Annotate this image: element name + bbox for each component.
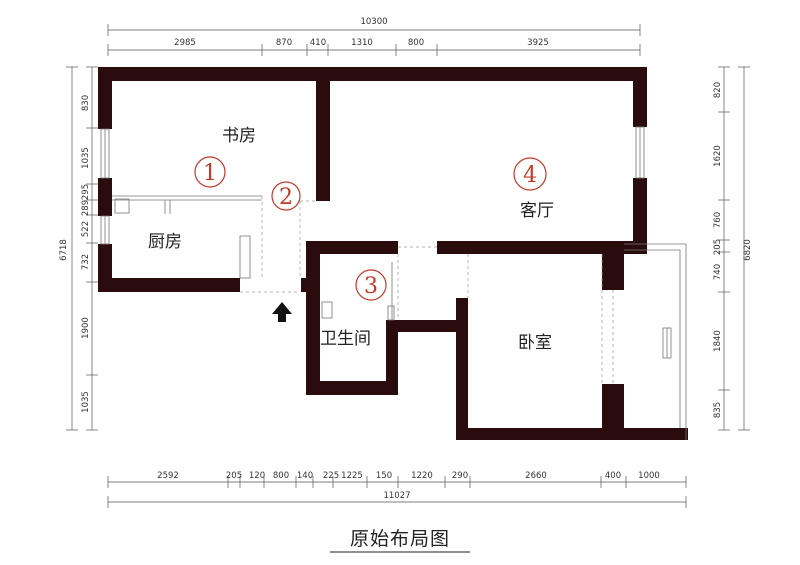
fixtures — [100, 126, 687, 440]
room-label-kitchen: 厨房 — [148, 232, 182, 252]
marker-circle-2 — [271, 181, 301, 211]
bottom-seg-12: 400 — [605, 471, 621, 481]
bottom-seg-6: 225 — [323, 471, 339, 481]
top-seg-3: 410 — [310, 38, 326, 48]
top-seg-6: 3925 — [527, 38, 549, 48]
top-seg-4: 1310 — [351, 38, 373, 48]
left-seg-6: 732 — [81, 254, 91, 270]
bottom-seg-5: 140 — [297, 471, 313, 481]
bottom-dimension-chain: 2592 205 120 800 140 225 1225 150 1220 2… — [107, 471, 687, 508]
top-total-label: 10300 — [360, 17, 387, 27]
entry-arrow-icon — [272, 302, 292, 322]
bottom-seg-10: 290 — [452, 471, 468, 481]
walls — [98, 67, 688, 440]
left-seg-2: 1035 — [81, 147, 91, 169]
wall-top — [98, 67, 647, 81]
wall-study-living — [316, 67, 330, 201]
bottom-seg-7: 1225 — [341, 471, 363, 481]
left-seg-4: 289 — [81, 200, 91, 216]
bottom-seg-4: 800 — [273, 471, 289, 481]
marker-number-2: 2 — [279, 185, 293, 210]
right-seg-6: 1840 — [713, 330, 723, 352]
bottom-seg-13: 1000 — [638, 471, 660, 481]
drawing-title: 原始布局图 — [350, 528, 450, 550]
right-seg-3: 760 — [713, 212, 723, 228]
bottom-seg-9: 1220 — [411, 471, 433, 481]
right-seg-2: 1620 — [713, 145, 723, 167]
left-seg-8: 1035 — [81, 391, 91, 413]
marker-number-4: 4 — [523, 163, 537, 188]
left-total-label: 6718 — [59, 239, 69, 261]
right-seg-4: 205 — [713, 239, 723, 255]
right-seg-1: 820 — [713, 82, 723, 98]
room-number-markers: 1 2 3 4 — [194, 156, 547, 301]
wall-kitchen-bottom — [98, 278, 240, 292]
bottom-seg-3: 120 — [249, 471, 265, 481]
top-seg-2: 870 — [276, 38, 292, 48]
top-seg-1: 2985 — [174, 38, 196, 48]
top-dimension-chain: 10300 2985 870 410 1310 800 3925 — [107, 17, 641, 56]
left-dimension-chain: 6718 830 1035 295 289 522 732 1900 1035 — [59, 66, 98, 431]
bottom-seg-1: 2592 — [157, 471, 179, 481]
left-seg-1: 830 — [81, 95, 91, 111]
bottom-total-label: 11027 — [383, 491, 410, 501]
right-seg-5: 740 — [713, 264, 723, 280]
left-seg-3: 295 — [81, 184, 91, 200]
room-labels: 书房 厨房 客厅 卫生间 卧室 — [148, 126, 554, 353]
bottom-seg-2: 205 — [226, 471, 242, 481]
right-total-label: 6820 — [743, 239, 753, 261]
marker-number-1: 1 — [203, 161, 217, 186]
right-dimension-chain: 820 1620 760 205 740 1840 835 6820 — [713, 66, 753, 431]
room-label-bedroom: 卧室 — [518, 333, 552, 353]
room-label-living: 客厅 — [520, 201, 554, 221]
room-label-bathroom: 卫生间 — [320, 329, 371, 349]
left-seg-5: 522 — [81, 221, 91, 237]
room-label-study: 书房 — [222, 126, 256, 146]
bottom-seg-8: 150 — [376, 471, 392, 481]
marker-circle-3 — [355, 269, 387, 301]
marker-number-3: 3 — [364, 274, 378, 299]
left-seg-7: 1900 — [81, 317, 91, 339]
bottom-seg-11: 2660 — [525, 471, 547, 481]
right-seg-7: 835 — [713, 402, 723, 418]
marker-circle-4 — [513, 157, 547, 191]
marker-circle-1 — [194, 156, 226, 188]
top-seg-5: 800 — [408, 38, 424, 48]
bath-fixture — [321, 301, 333, 319]
